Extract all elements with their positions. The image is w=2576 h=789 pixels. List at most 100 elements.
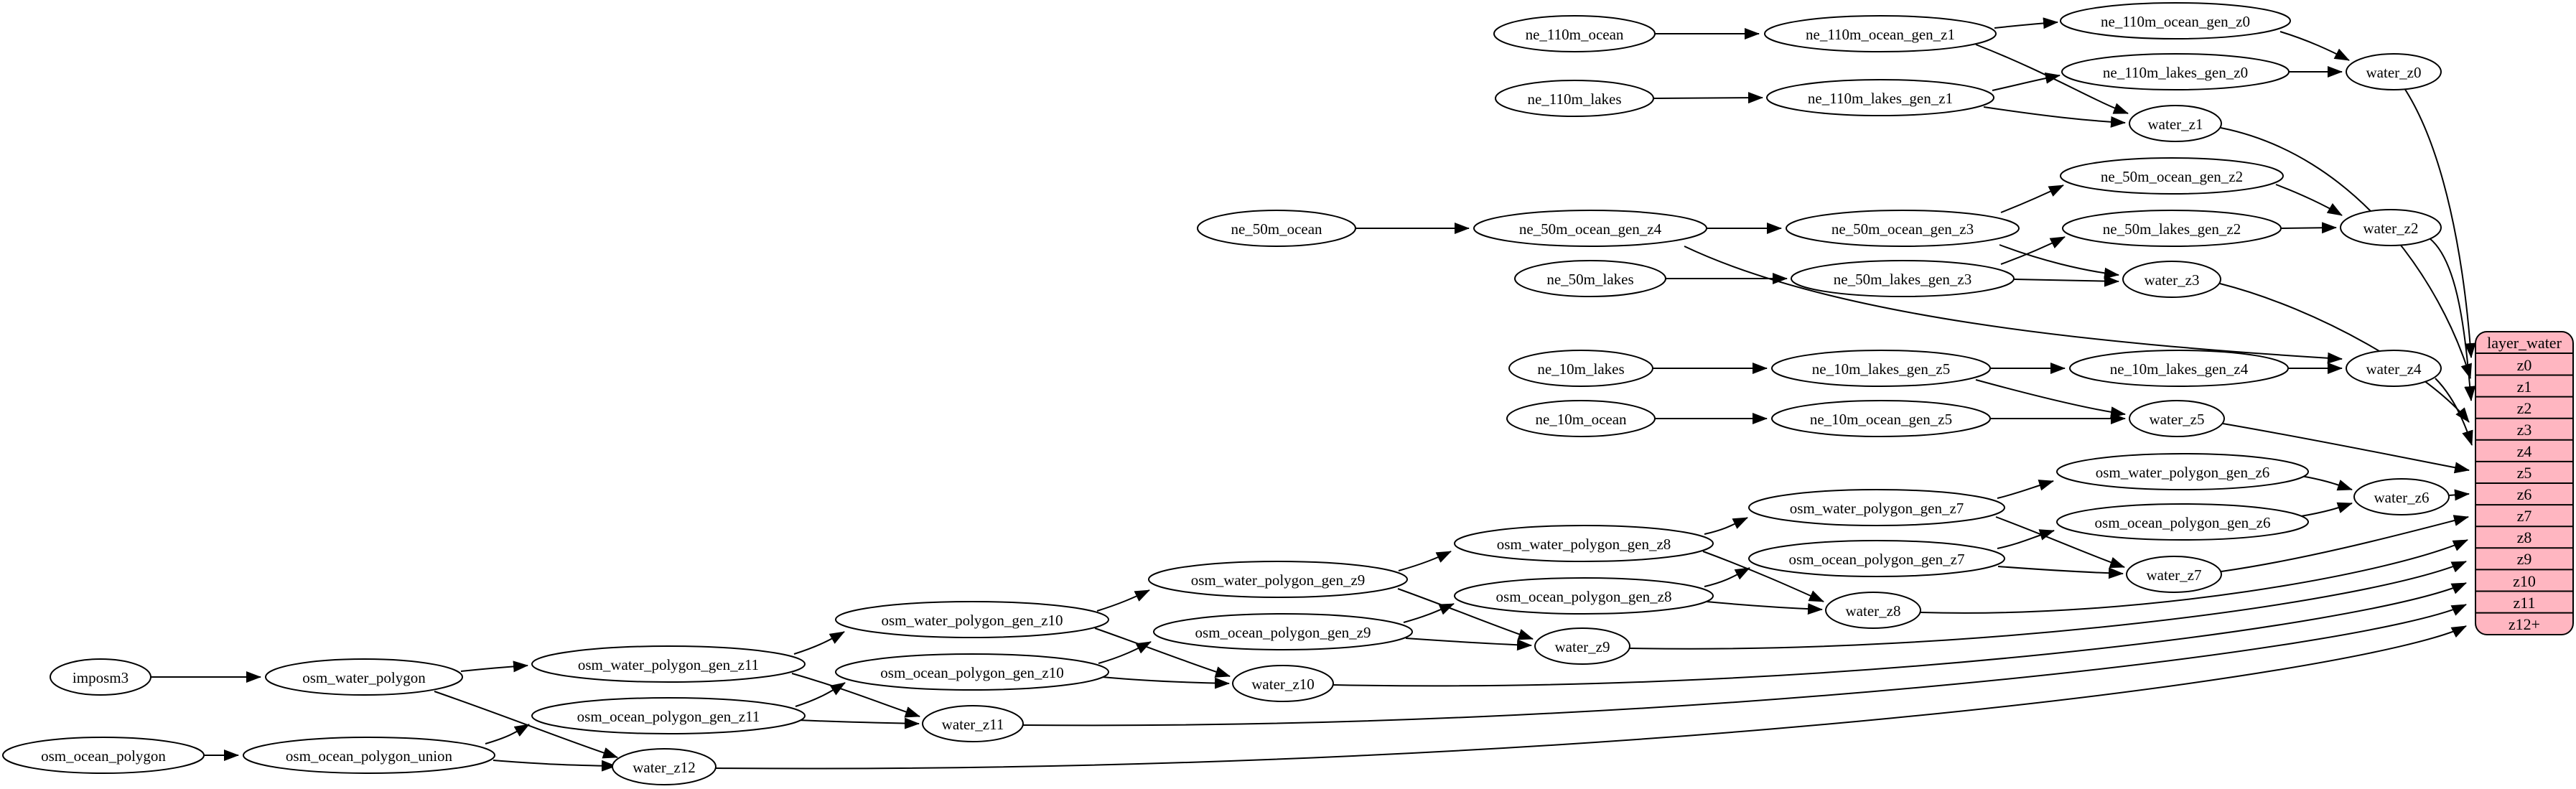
node-label: water_z12 <box>633 759 695 776</box>
node-label: osm_ocean_polygon_gen_z6 <box>2095 514 2271 531</box>
table-row-z9-label: z9 <box>2517 550 2532 568</box>
node-water_z7: water_z7 <box>2126 556 2222 593</box>
edge-osm_ocean_polygon_gen_z8--water_z8 <box>1706 601 1823 615</box>
node-water_z6: water_z6 <box>2353 478 2450 515</box>
node-water_z5: water_z5 <box>2129 400 2225 437</box>
node-label: water_z8 <box>1846 602 1901 620</box>
node-label: ne_10m_lakes <box>1537 360 1624 378</box>
node-osm_ocean_polygon_union: osm_ocean_polygon_union <box>243 737 495 774</box>
node-label: osm_ocean_polygon_gen_z7 <box>1789 551 1965 568</box>
node-ellipse <box>531 697 806 734</box>
node-osm_ocean_polygon_gen_z7: osm_ocean_polygon_gen_z7 <box>1748 540 2005 577</box>
node-ellipse <box>1493 15 1656 52</box>
edge-water_z5--z5 <box>2222 423 2470 474</box>
node-ellipse <box>2056 503 2309 541</box>
node-ne_110m_ocean_gen_z0: ne_110m_ocean_gen_z0 <box>2060 2 2291 39</box>
edge-ne_110m_ocean_gen_z1--water_z1 <box>1975 44 2129 114</box>
table-row-z8-label: z8 <box>2517 528 2532 546</box>
node-osm_water_polygon_gen_z10: osm_water_polygon_gen_z10 <box>835 601 1109 638</box>
edge-osm_water_polygon--water_z12 <box>434 691 618 759</box>
node-osm_water_polygon_gen_z9: osm_water_polygon_gen_z9 <box>1148 561 1408 598</box>
edge-osm_ocean_polygon_union--water_z12 <box>493 760 617 772</box>
table-row-z11-label: z11 <box>2514 594 2536 612</box>
node-label: water_z10 <box>1251 676 1314 693</box>
node-osm_water_polygon_gen_z11: osm_water_polygon_gen_z11 <box>531 645 806 683</box>
edges-layer <box>151 17 2476 772</box>
node-label: ne_50m_lakes <box>1546 271 1633 288</box>
node-osm_water_polygon_gen_z7: osm_water_polygon_gen_z7 <box>1748 489 2005 526</box>
node-label: osm_water_polygon_gen_z9 <box>1191 571 1366 589</box>
edge-osm_ocean_polygon_gen_z7--water_z7 <box>1997 566 2124 579</box>
node-water_z4: water_z4 <box>2346 350 2442 387</box>
node-water_z11: water_z11 <box>922 705 1024 742</box>
node-label: water_z7 <box>2147 566 2202 584</box>
node-ne_110m_lakes_gen_z1: ne_110m_lakes_gen_z1 <box>1766 79 1994 116</box>
node-ellipse <box>2062 210 2282 247</box>
edge-water_z9--z9 <box>1629 561 2467 650</box>
node-water_z2: water_z2 <box>2340 209 2442 246</box>
node-ellipse <box>835 601 1109 638</box>
edge-ne_110m_ocean_gen_z0--water_z0 <box>2279 31 2350 61</box>
node-label: osm_water_polygon_gen_z11 <box>578 656 759 673</box>
table-row-separators <box>2475 353 2573 614</box>
node-ellipse <box>922 705 1024 742</box>
node-ellipse <box>1764 15 1997 52</box>
node-label: water_z6 <box>2374 489 2430 506</box>
node-ne_50m_lakes: ne_50m_lakes <box>1514 260 1666 297</box>
node-ellipse <box>612 748 717 785</box>
node-ellipse <box>2122 261 2221 298</box>
edge-osm_ocean_polygon_gen_z7--osm_ocean_polygon_gen_z6 <box>1997 529 2055 549</box>
node-water_z3: water_z3 <box>2122 261 2221 298</box>
node-osm_ocean_polygon_gen_z9: osm_ocean_polygon_gen_z9 <box>1153 613 1413 650</box>
node-ellipse <box>1454 525 1714 562</box>
node-label: ne_110m_ocean_gen_z1 <box>1806 26 1955 43</box>
edge-osm_water_polygon_gen_z6--water_z6 <box>2300 475 2353 491</box>
table-row-z0-label: z0 <box>2517 356 2532 374</box>
node-ellipse <box>1534 627 1630 665</box>
node-ellipse <box>1148 561 1408 598</box>
node-ellipse <box>1766 79 1994 116</box>
edge-water_z10--z10 <box>1333 582 2467 687</box>
edge-osm_ocean_polygon_gen_z10--osm_ocean_polygon_gen_z9 <box>1098 641 1152 664</box>
table-row-z1-label: z1 <box>2517 378 2532 396</box>
edge-osm_water_polygon_gen_z11--osm_water_polygon_gen_z10 <box>793 631 845 655</box>
node-osm_ocean_polygon_gen_z6: osm_ocean_polygon_gen_z6 <box>2056 503 2309 541</box>
node-ne_50m_ocean_gen_z3: ne_50m_ocean_gen_z3 <box>1786 210 2020 247</box>
edge-water_z2--z2 <box>2429 238 2476 401</box>
table-row-z6-label: z6 <box>2517 485 2532 503</box>
edge-osm_ocean_polygon_gen_z11--osm_ocean_polygon_gen_z10 <box>795 682 846 707</box>
nodes-layer: ne_110m_ocean ne_110m_ocean_gen_z1 ne_11… <box>2 2 2450 785</box>
edge-water_z11--z11 <box>1022 604 2467 727</box>
node-ne_110m_lakes: ne_110m_lakes <box>1495 80 1654 117</box>
node-ne_10m_lakes_gen_z5: ne_10m_lakes_gen_z5 <box>1771 350 1991 387</box>
node-label: osm_water_polygon_gen_z7 <box>1790 500 1964 517</box>
node-label: water_z4 <box>2366 360 2422 378</box>
node-ellipse <box>2340 209 2442 246</box>
node-ne_10m_ocean_gen_z5: ne_10m_ocean_gen_z5 <box>1771 400 1991 437</box>
node-ne_50m_lakes_gen_z3: ne_50m_lakes_gen_z3 <box>1791 260 2015 297</box>
node-label: ne_110m_lakes <box>1527 90 1621 108</box>
node-label: osm_ocean_polygon_union <box>286 747 453 765</box>
node-label: ne_10m_lakes_gen_z4 <box>2110 360 2249 378</box>
table-row-z2-label: z2 <box>2517 399 2532 417</box>
table-row-z10-label: z10 <box>2513 572 2536 590</box>
node-label: ne_50m_ocean_gen_z3 <box>1831 220 1974 238</box>
edge-osm_water_polygon_gen_z9--osm_water_polygon_gen_z8 <box>1398 551 1452 571</box>
node-ne_50m_ocean_gen_z2: ne_50m_ocean_gen_z2 <box>2060 157 2284 195</box>
node-ellipse <box>2129 400 2225 437</box>
node-label: water_z3 <box>2145 271 2200 289</box>
node-ne_50m_lakes_gen_z2: ne_50m_lakes_gen_z2 <box>2062 210 2282 247</box>
node-ellipse <box>1771 350 1991 387</box>
node-label: ne_110m_ocean <box>1526 26 1624 43</box>
node-label: osm_water_polygon_gen_z10 <box>881 612 1063 629</box>
node-ellipse <box>1473 210 1707 247</box>
node-ellipse <box>2346 350 2442 387</box>
edge-water_z4--z4 <box>2435 378 2473 446</box>
node-label: ne_110m_lakes_gen_z1 <box>1808 90 1953 107</box>
edge-osm_ocean_polygon_gen_z10--water_z10 <box>1101 676 1230 689</box>
node-label: imposm3 <box>73 669 129 686</box>
node-ellipse <box>835 653 1109 691</box>
table-row-z12-label: z12+ <box>2509 615 2540 633</box>
node-ne_10m_lakes: ne_10m_lakes <box>1508 350 1653 387</box>
